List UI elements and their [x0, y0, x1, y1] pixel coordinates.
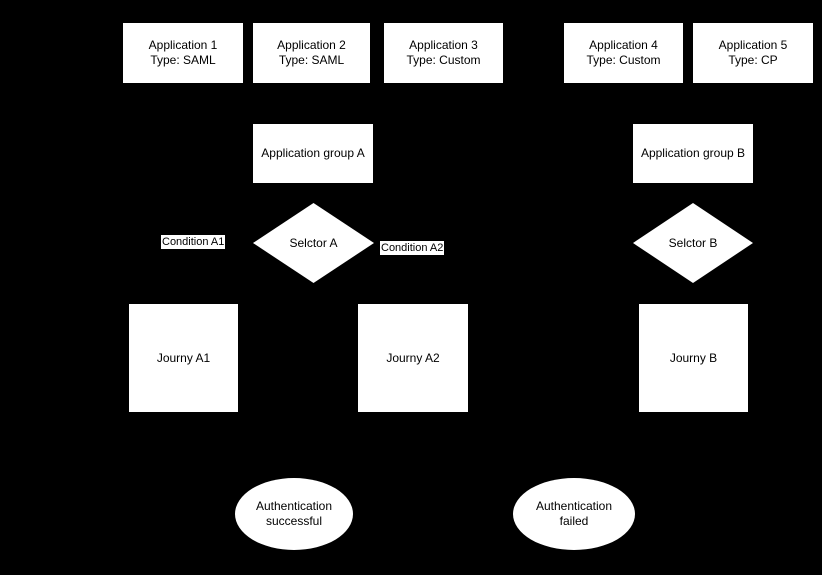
authentication-failed-line2: failed	[559, 514, 589, 528]
application-4-name: Application 4	[589, 38, 658, 52]
application-3-name: Application 3	[409, 38, 478, 52]
application-4-node[interactable]: Application 4 Type: Custom	[564, 23, 683, 83]
journey-a1-label: Journy A1	[156, 350, 211, 365]
journey-a2-label: Journy A2	[386, 350, 440, 365]
application-5-name: Application 5	[718, 38, 788, 52]
condition-a1-edge-label[interactable]: Condition A1	[161, 235, 226, 249]
authentication-successful-ellipse[interactable]: Authentication successful	[235, 478, 353, 550]
authentication-successful-line2: successful	[265, 514, 323, 528]
selector-b-diamond[interactable]: Selctor B	[633, 203, 753, 283]
application-5-type: Type: CP	[728, 53, 778, 67]
application-group-a-label: Application group A	[261, 146, 365, 160]
journey-b-node[interactable]: Journy B	[639, 304, 748, 412]
journey-a2-node[interactable]: Journy A2	[358, 304, 468, 412]
application-group-b-node[interactable]: Application group B	[633, 124, 753, 183]
application-2-name: Application 2	[277, 38, 346, 52]
authentication-successful-line1: Authentication	[255, 499, 333, 513]
application-group-b-label: Application group B	[640, 146, 746, 160]
application-2-node[interactable]: Application 2 Type: SAML	[253, 23, 370, 83]
application-2-type: Type: SAML	[278, 53, 345, 67]
application-3-type: Type: Custom	[406, 53, 481, 67]
application-1-name: Application 1	[148, 38, 218, 52]
authentication-failed-ellipse[interactable]: Authentication failed	[513, 478, 635, 550]
application-3-node[interactable]: Application 3 Type: Custom	[384, 23, 503, 83]
journey-a1-node[interactable]: Journy A1	[129, 304, 238, 412]
selector-a-diamond[interactable]: Selctor A	[253, 203, 374, 283]
selector-b-label: Selctor B	[668, 235, 718, 250]
application-5-node[interactable]: Application 5 Type: CP	[693, 23, 813, 83]
application-4-type: Type: Custom	[586, 53, 661, 67]
condition-a2-edge-label[interactable]: Condition A2	[380, 241, 445, 255]
selector-a-label: Selctor A	[289, 235, 338, 250]
application-1-type: Type: SAML	[150, 53, 216, 67]
application-1-node[interactable]: Application 1 Type: SAML	[123, 23, 243, 83]
authentication-failed-line1: Authentication	[535, 499, 613, 513]
journey-b-label: Journy B	[669, 350, 718, 365]
application-group-a-node[interactable]: Application group A	[253, 124, 373, 183]
